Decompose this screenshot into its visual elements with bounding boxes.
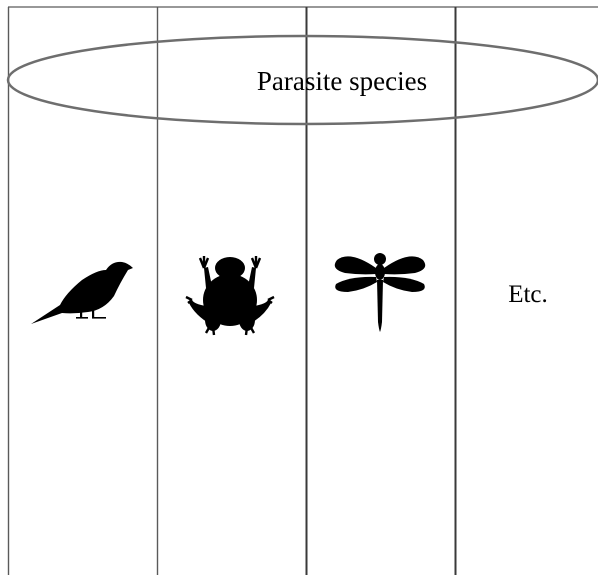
etc-label: Etc. — [508, 281, 548, 308]
parasite-species-ellipse — [6, 34, 598, 126]
bird-icon — [31, 261, 133, 324]
frog-icon — [185, 256, 275, 336]
parasite-species-label: Parasite species — [257, 66, 427, 96]
dragonfly-icon — [334, 253, 426, 332]
